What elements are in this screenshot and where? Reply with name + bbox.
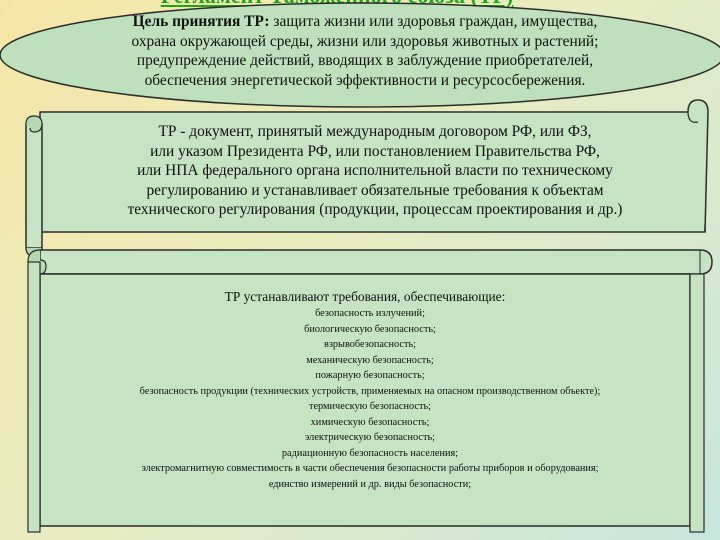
requirements-list: безопасность излучений; биологическую бе…: [40, 306, 700, 493]
definition-line-1: ТР - документ, принятый международным до…: [158, 123, 592, 140]
definition-line-5: технического регулирования (продукции, п…: [127, 201, 623, 219]
list-item: единство измерений и др. виды безопаснос…: [268, 479, 472, 491]
list-item: пожарную безопасность;: [315, 370, 425, 382]
goal-label: Цель принятия ТР:: [132, 13, 270, 30]
list-item: механическую безопасность;: [306, 354, 434, 366]
list-item: безопасность излучений;: [315, 308, 425, 319]
list-item: биологическую безопасность;: [304, 323, 436, 335]
goal-line-4: обеспечения энергетической эффективности…: [144, 71, 586, 89]
goal-line-2: охрана окружающей среды, жизни или здоро…: [131, 32, 599, 50]
list-item: химическую безопасность;: [310, 416, 430, 428]
list-item: взрывобезопасность;: [323, 339, 417, 351]
definition-text: ТР - документ, принятый международным до…: [55, 122, 695, 220]
list-item: электрическую безопасность;: [304, 432, 436, 444]
goal-text: Цель принятия ТР: защита жизни или здоро…: [60, 12, 670, 90]
definition-line-2: или указом Президента РФ, или постановле…: [150, 142, 600, 160]
definition-scroll: [25, 99, 709, 257]
requirements-heading: ТР устанавливают требования, обеспечиваю…: [224, 289, 506, 304]
goal-oval: [0, 2, 720, 108]
requirements-scroll: [27, 249, 713, 533]
list-item: безопасность продукции (технических устр…: [139, 385, 601, 397]
list-item: радиационную безопасность населения;: [281, 447, 459, 459]
definition-line-4: регулированию и устанавливает обязательн…: [146, 181, 604, 199]
goal-line-1: защита жизни или здоровья граждан, имуще…: [269, 13, 598, 30]
list-item: термическую безопасность;: [308, 401, 432, 413]
goal-line-3: предупреждение действий, вводящих в забл…: [136, 52, 594, 70]
list-item: электромагнитную совместимость в части о…: [141, 463, 599, 475]
definition-line-3: или НПА федерального органа исполнительн…: [137, 162, 613, 180]
